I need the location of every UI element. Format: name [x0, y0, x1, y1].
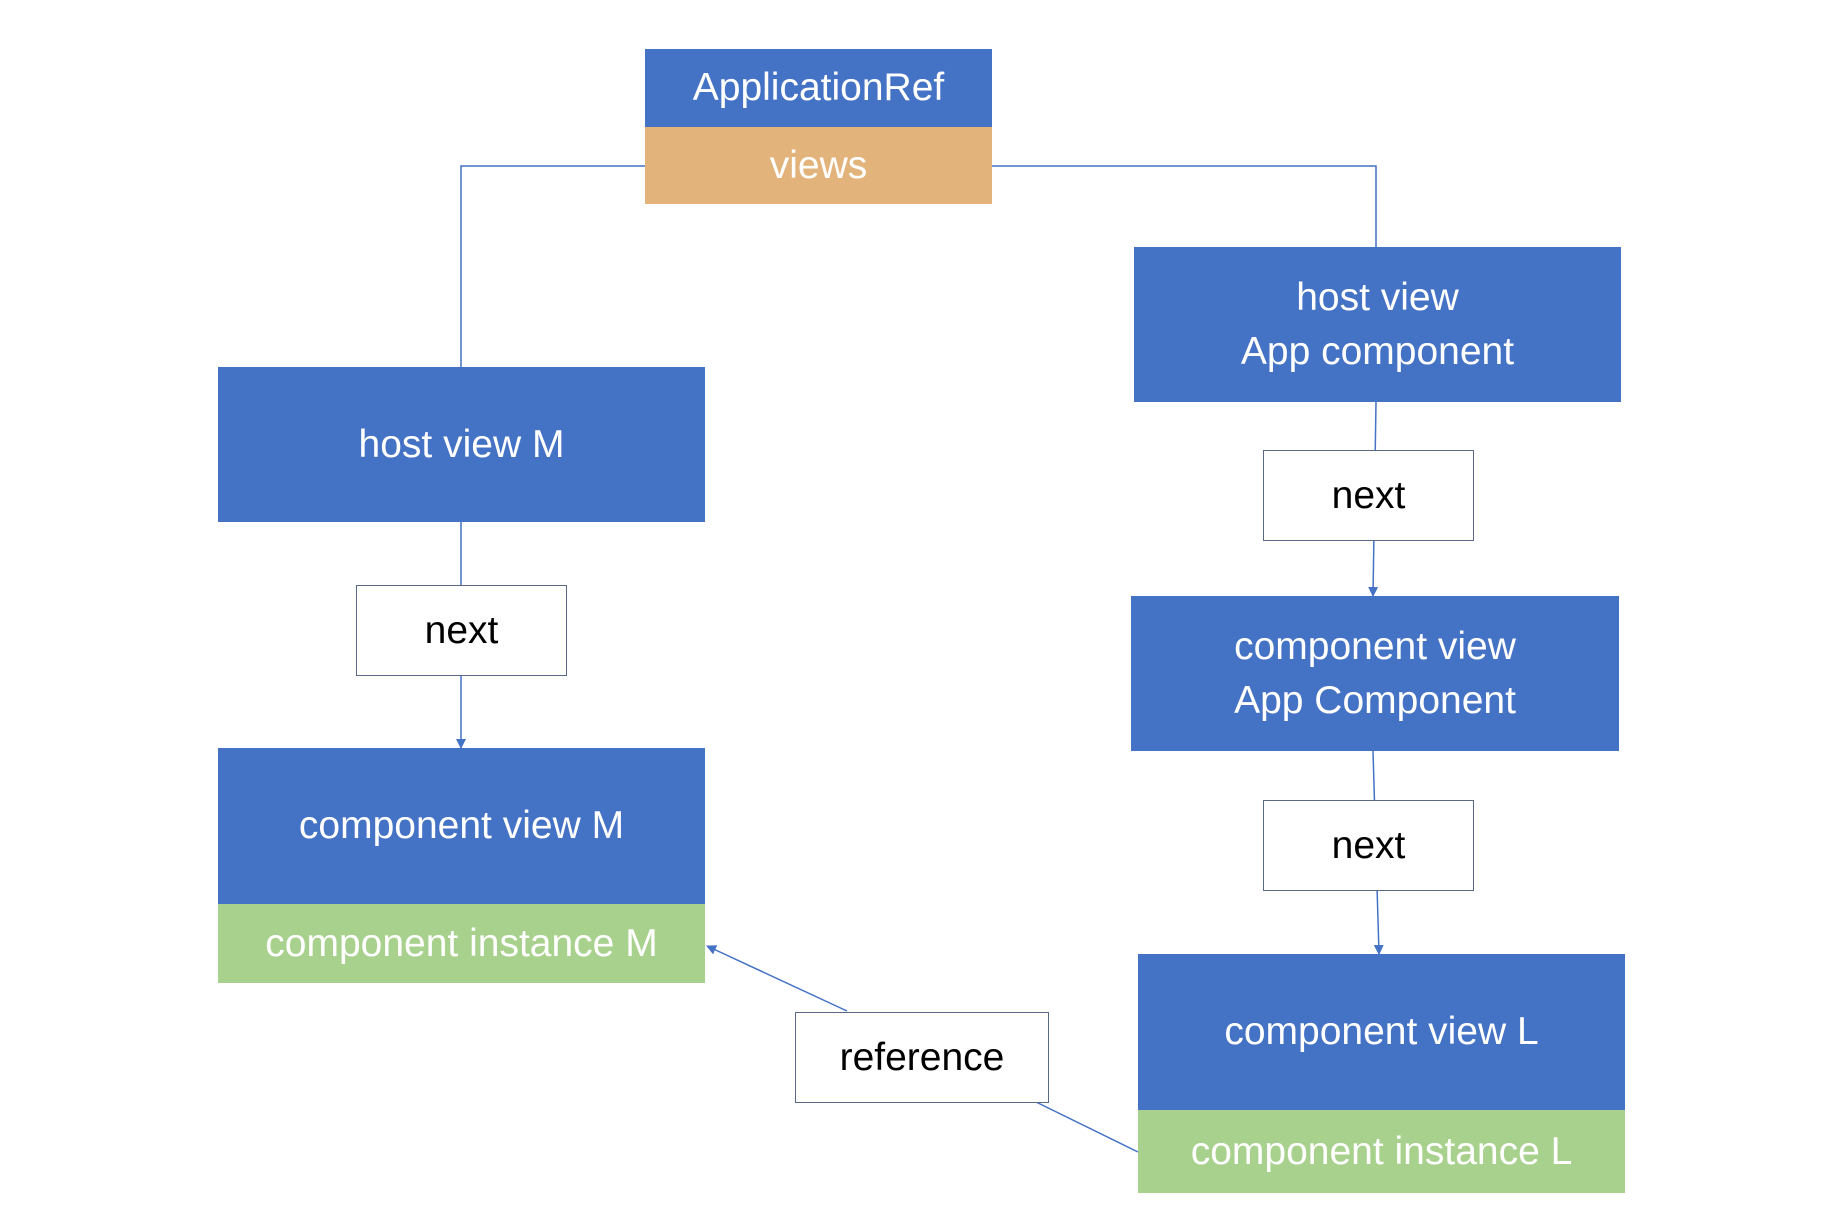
next-label-right-top: next	[1263, 450, 1474, 541]
views-to-host-view-app-connector	[992, 165, 1377, 247]
reference-connector	[1033, 1100, 1139, 1153]
reference-arrow	[706, 945, 848, 1012]
component-view-m-node: component view M	[218, 748, 705, 904]
reference-label: reference	[795, 1012, 1049, 1103]
host-view-m-label: host view M	[358, 422, 565, 466]
application-ref-label: ApplicationRef	[692, 66, 945, 109]
component-instance-m-node: component instance M	[218, 904, 705, 983]
component-view-l-node: component view L	[1138, 954, 1625, 1110]
views-to-host-view-m-connector	[460, 165, 645, 367]
host-view-app-node: host view App component	[1134, 247, 1621, 402]
component-instance-l-node: component instance L	[1138, 1110, 1625, 1193]
component-instance-m-label: component instance M	[265, 921, 658, 965]
application-ref-node: ApplicationRef	[645, 49, 992, 127]
host-view-app-label: host view App component	[1240, 275, 1515, 373]
component-instance-l-label: component instance L	[1190, 1129, 1573, 1173]
component-view-app-node: component view App Component	[1131, 596, 1619, 751]
reference-label-text: reference	[839, 1035, 1005, 1079]
views-node: views	[645, 127, 992, 204]
host-view-m-node: host view M	[218, 367, 705, 522]
next-label-left-text: next	[424, 608, 499, 652]
next-label-right-bottom-text: next	[1331, 823, 1406, 867]
component-view-app-label: component view App Component	[1234, 624, 1516, 722]
next-label-right-bottom: next	[1263, 800, 1474, 891]
next-label-left: next	[356, 585, 567, 676]
next-label-right-top-text: next	[1331, 473, 1406, 517]
views-label: views	[769, 143, 868, 187]
component-view-m-label: component view M	[298, 804, 625, 847]
component-view-l-label: component view L	[1224, 1010, 1539, 1053]
